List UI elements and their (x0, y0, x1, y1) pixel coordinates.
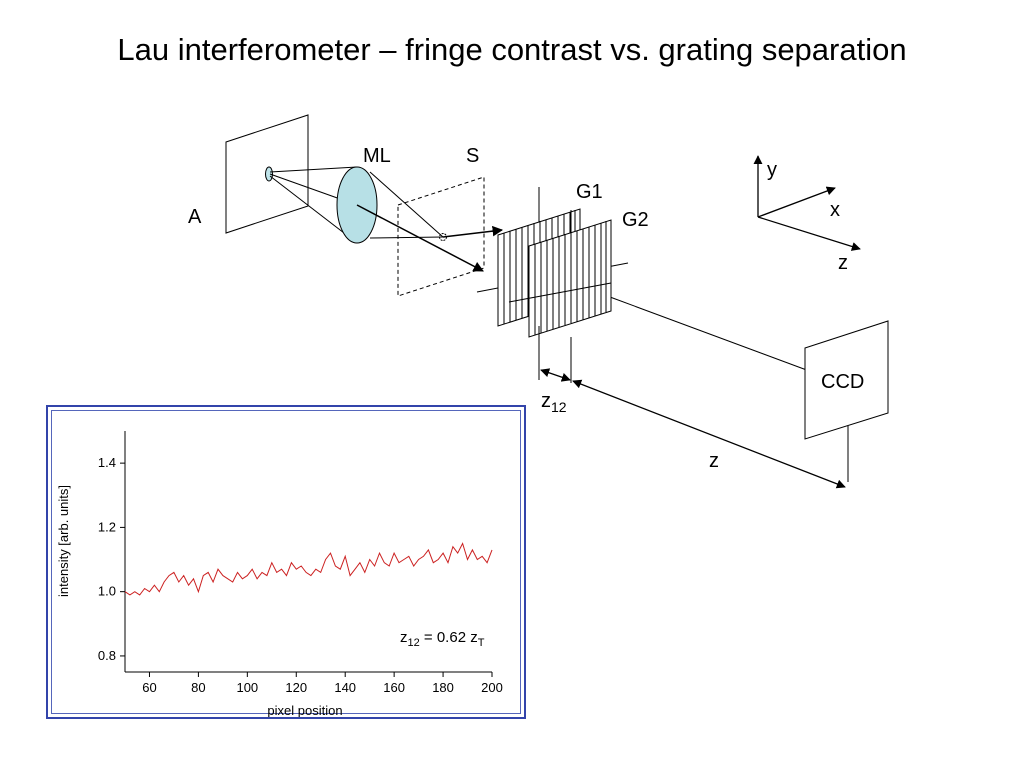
axis-label-z: z (838, 252, 848, 274)
x-tick-label: 100 (236, 680, 258, 695)
chart-annotation: z12 = 0.62 zT (400, 629, 485, 649)
label-ML: ML (363, 145, 391, 167)
ray (369, 236, 444, 239)
x-tick-label: 60 (142, 680, 156, 695)
axis-label-y: y (767, 159, 777, 181)
y-axis-label: intensity [arb. units] (56, 485, 71, 597)
ray-arrow (442, 225, 504, 238)
y-tick-label: 1.4 (98, 455, 116, 470)
intensity-plot: 60 80 100 120 140 160 180 200 0.8 1.0 1.2 1.4 pixel… (56, 431, 503, 717)
label-A: A (188, 206, 202, 228)
ray (369, 171, 444, 238)
x-axis-label: pixel position (267, 703, 342, 717)
ray (269, 166, 358, 173)
x-tick-label: 180 (432, 680, 454, 695)
z-arrow (572, 379, 846, 489)
chart-frame: 60 80 100 120 140 160 180 200 0.8 1.0 1.2 1.4 pixel… (46, 405, 526, 719)
x-tick-label: 200 (481, 680, 503, 695)
plot-axes (124, 431, 492, 673)
y-tick-label: 1.0 (98, 584, 116, 599)
chart-inner-border: 60 80 100 120 140 160 180 200 0.8 1.0 1.2 1.4 pixel… (51, 410, 521, 717)
label-G2: G2 (622, 209, 649, 231)
focus-point (439, 233, 447, 241)
x-tick-label: 80 (191, 680, 205, 695)
label-CCD: CCD (821, 371, 864, 393)
y-tick-label: 0.8 (98, 648, 116, 663)
x-tick-label: 160 (383, 680, 405, 695)
x-tick-label: 120 (285, 680, 307, 695)
plot-ticks: 60 80 100 120 140 160 180 200 0.8 1.0 1.2 1.4 (98, 455, 503, 695)
coordinate-axes (753, 155, 861, 251)
intensity-series-line (124, 542, 493, 596)
aperture-hole (265, 166, 273, 182)
axis-label-x: x (830, 199, 840, 221)
label-z12: z12 (541, 390, 567, 415)
label-S: S (466, 145, 479, 167)
label-z: z (709, 450, 719, 472)
label-G1: G1 (576, 181, 603, 203)
y-tick-label: 1.2 (98, 519, 116, 534)
plot-series (124, 542, 493, 596)
grating-G2 (508, 210, 612, 338)
ray-arrow (356, 204, 484, 272)
x-tick-label: 140 (334, 680, 356, 695)
optical-axis (609, 296, 813, 373)
z12-arrow (540, 368, 571, 382)
screen-S (397, 176, 485, 297)
slide-title: Lau interferometer – fringe contrast vs.… (117, 32, 907, 67)
